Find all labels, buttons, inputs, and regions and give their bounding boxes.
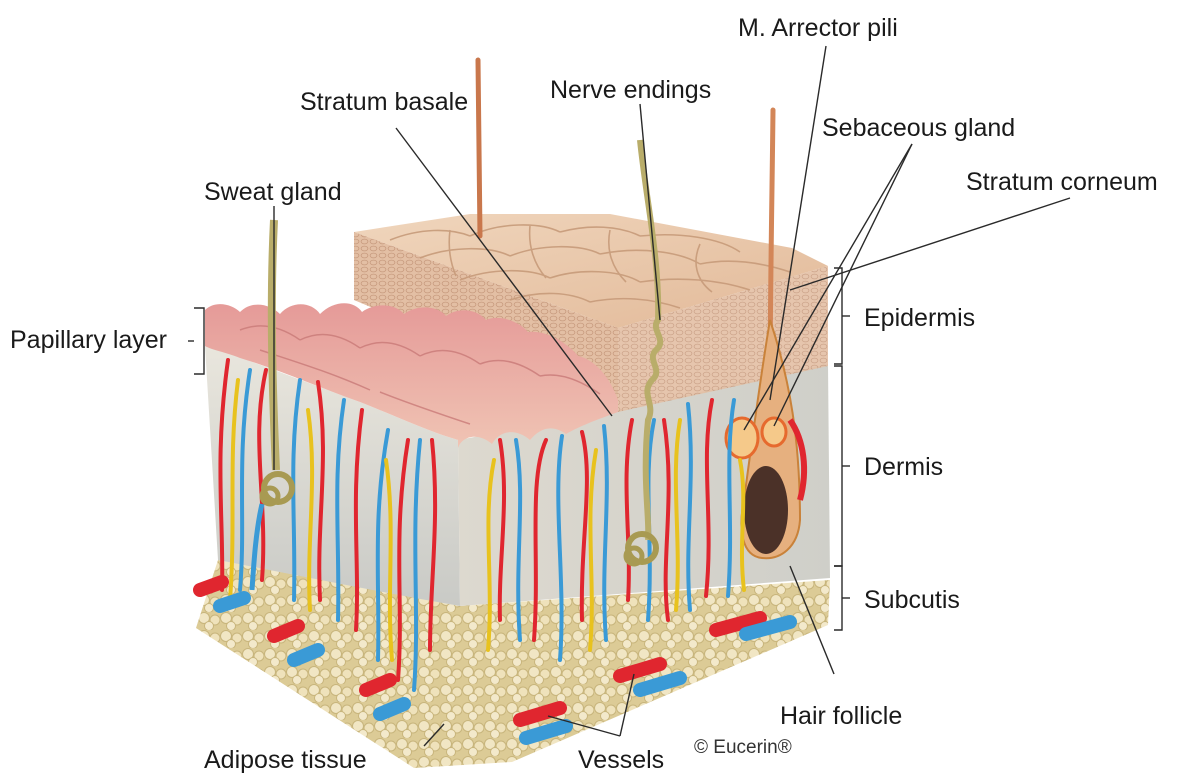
label-sweat-gland: Sweat gland: [204, 180, 342, 205]
label-epidermis: Epidermis: [864, 306, 975, 331]
label-subcutis: Subcutis: [864, 588, 960, 613]
label-adipose-tissue: Adipose tissue: [204, 748, 367, 773]
label-papillary-layer: Papillary layer: [10, 328, 167, 353]
label-stratum-corneum: Stratum corneum: [966, 170, 1158, 195]
copyright-notice: © Eucerin®: [694, 738, 792, 757]
label-sebaceous-gland: Sebaceous gland: [822, 116, 1015, 141]
label-stratum-basale: Stratum basale: [300, 90, 468, 115]
label-vessels: Vessels: [578, 748, 664, 773]
label-dermis: Dermis: [864, 455, 943, 480]
label-nerve-endings: Nerve endings: [550, 78, 711, 103]
label-arrector-pili: M. Arrector pili: [738, 16, 898, 41]
label-hair-follicle: Hair follicle: [780, 704, 902, 729]
